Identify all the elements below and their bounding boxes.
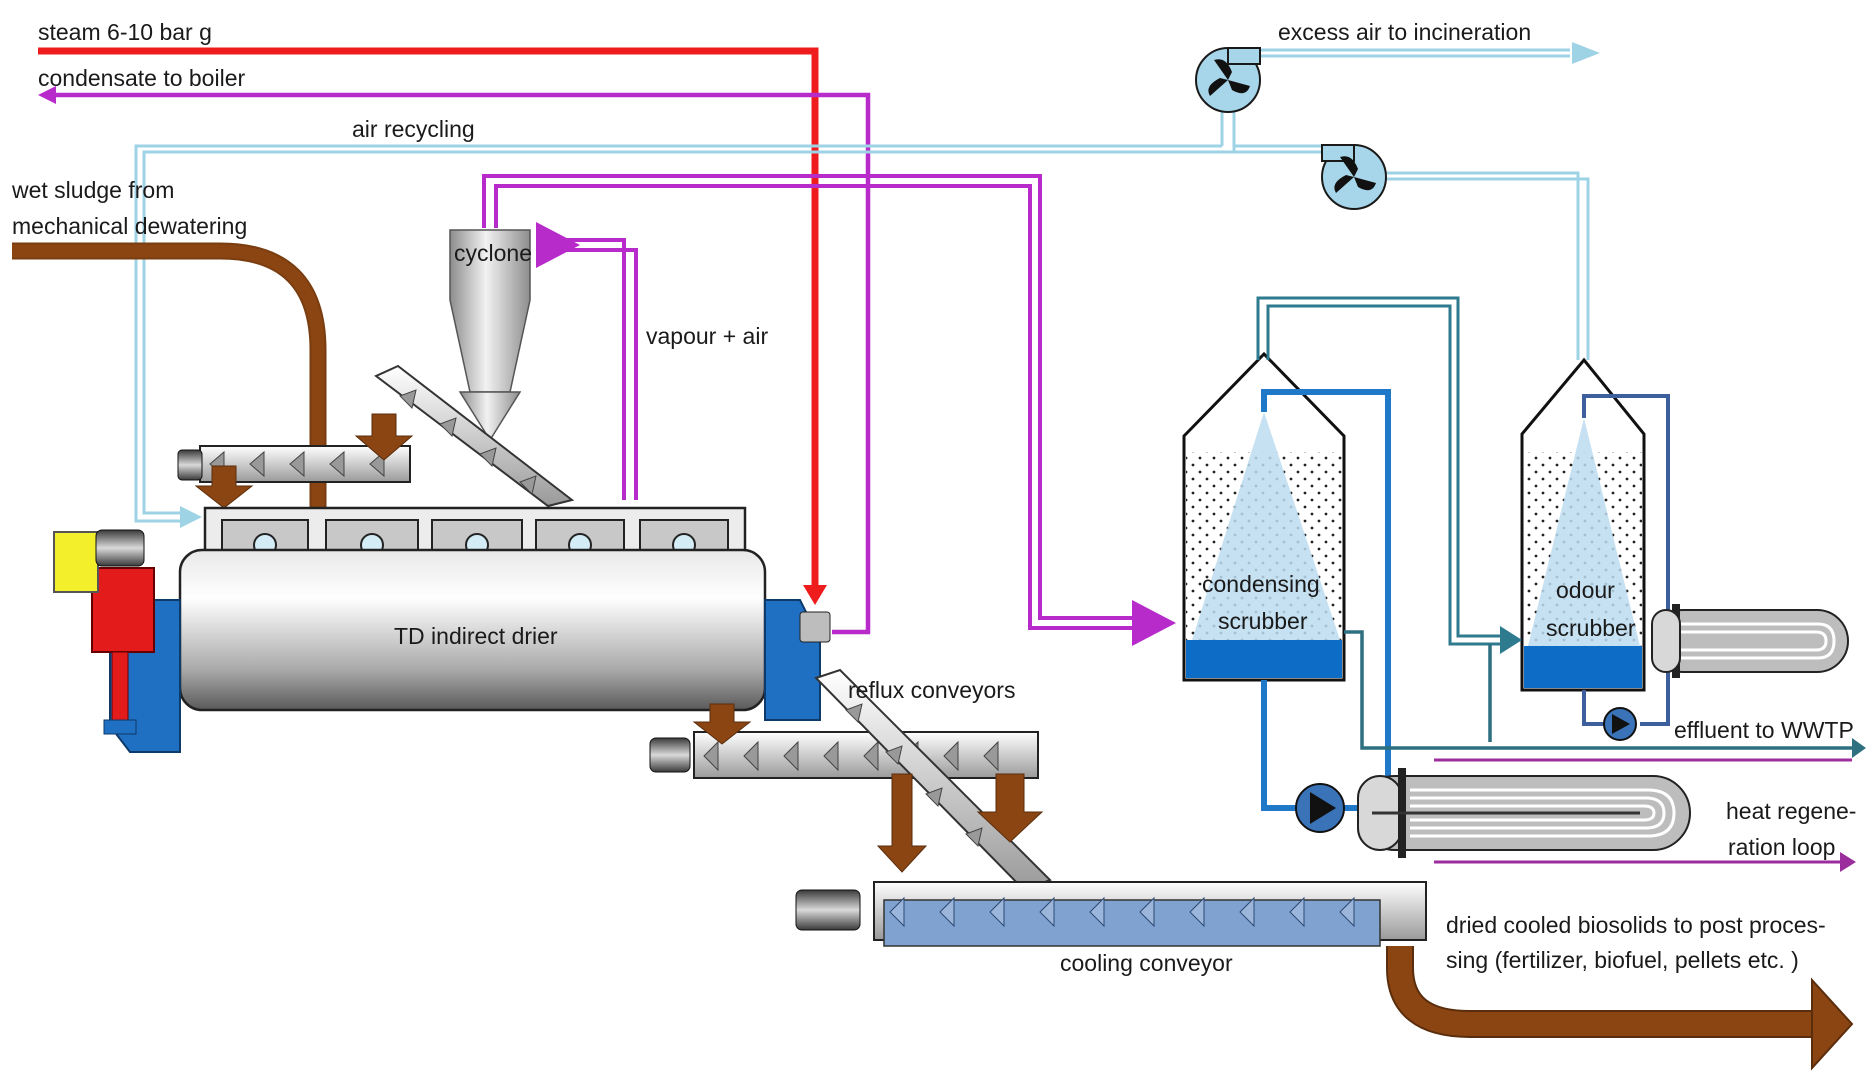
condensing-label-2: scrubber [1218, 608, 1308, 634]
wet-sludge-label-1: wet sludge from [11, 177, 174, 203]
odour-water-loop [1582, 394, 1670, 726]
fan-odour-icon [1321, 144, 1387, 210]
inclined-conveyor-top [374, 364, 575, 508]
cyclone-label: cyclone [454, 240, 532, 266]
cyclone [449, 229, 531, 442]
transfer-arrows [692, 703, 1044, 873]
odour-scrubber [1520, 357, 1646, 692]
cooling-conveyor [795, 881, 1427, 947]
feed-arrows [194, 413, 414, 509]
scrubber-connection-arrow [1500, 626, 1522, 654]
heat-regen-label-1: heat regene- [1726, 798, 1856, 824]
steam-line [38, 47, 827, 605]
air-arrow-drier [180, 506, 202, 528]
air-recycling-label: air recycling [352, 116, 475, 142]
heat-regen-label-2: ration loop [1728, 834, 1835, 860]
condensate-label: condensate to boiler [38, 65, 245, 91]
reflux-conveyor-horizontal [649, 731, 1039, 779]
vapour-air-label: vapour + air [646, 323, 768, 349]
wet-sludge-label-2: mechanical dewatering [12, 213, 247, 239]
drier-outlet-end [764, 599, 831, 721]
drier-housing [178, 506, 767, 712]
vapour-arrow-cyclone [536, 222, 580, 268]
reflux-conveyors-label: reflux conveyors [848, 677, 1015, 703]
effluent-line [1344, 630, 1852, 750]
cooling-conveyor-label: cooling conveyor [1060, 950, 1233, 976]
reflux-conveyor-inclined [814, 668, 1052, 892]
main-heat-exchanger [1357, 768, 1691, 858]
fan-top-icon [1195, 47, 1261, 113]
excess-air-label: excess air to incineration [1278, 19, 1531, 45]
heat-regen-arrow [1840, 852, 1856, 872]
air-arrow-excess [1572, 42, 1600, 64]
steam-label: steam 6-10 bar g [38, 19, 212, 45]
dried-biosolids-label-1: dried cooled biosolids to post proces- [1446, 912, 1826, 938]
heat-regeneration-loop [1434, 758, 1852, 864]
vapour-arrow-scrubber [1132, 600, 1176, 646]
scrubber-connection [1256, 296, 1502, 646]
drier-drive [53, 529, 181, 753]
odour-label-1: odour [1556, 577, 1615, 603]
vapour-duct [482, 174, 1136, 630]
dried-biosolids-label-2: sing (fertilizer, biofuel, pellets etc. … [1446, 947, 1799, 973]
odour-heat-exchanger [1651, 604, 1849, 678]
biosolids-outlet [1386, 946, 1854, 1071]
condensing-label-1: condensing [1202, 571, 1320, 597]
condensing-pump-icon [1295, 783, 1345, 833]
condensing-scrubber [1182, 351, 1346, 682]
air-recycling-line [134, 48, 1590, 523]
td-drier-label: TD indirect drier [394, 623, 558, 649]
condensate-line [38, 86, 871, 635]
effluent-label: effluent to WWTP [1674, 717, 1854, 743]
odour-pump-icon [1603, 707, 1637, 741]
effluent-arrow [1852, 738, 1866, 758]
odour-label-2: scrubber [1546, 615, 1636, 641]
